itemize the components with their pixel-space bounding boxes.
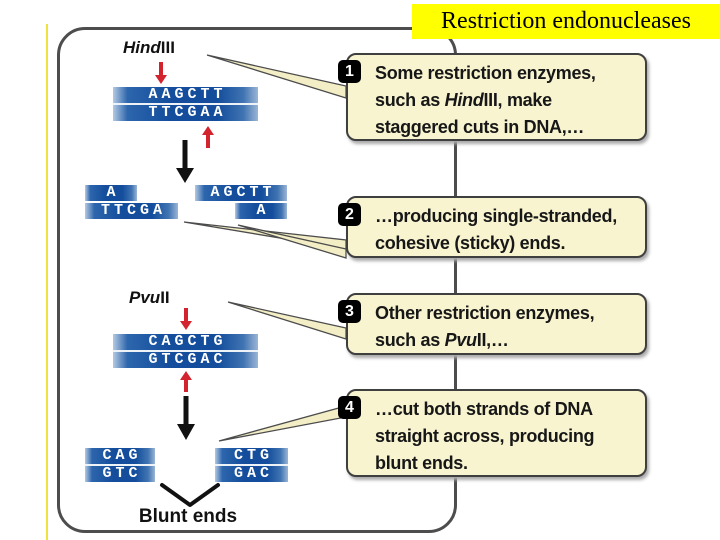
callout-2-leader-b xyxy=(237,224,347,259)
callout-1-line-1: Some restriction enzymes, xyxy=(375,63,596,83)
callout-2-line-2: cohesive (sticky) ends. xyxy=(375,233,566,253)
dna-fragment-right-top: AGCTT xyxy=(195,185,287,201)
callout-3: 3 Other restriction enzymes, such as Pvu… xyxy=(338,293,647,355)
reaction-arrow-down-2-icon xyxy=(177,396,195,440)
dna-strand-top: AAGCTT xyxy=(148,86,227,103)
dna-duplex-hindiii-site: AAGCTT TTCGAA xyxy=(113,87,258,121)
callout-4-leader xyxy=(218,405,347,442)
dna-strand-top: CTG xyxy=(233,447,273,464)
dna-strand-bottom: GTC xyxy=(102,465,142,482)
callout-4-line-1: …cut both strands of DNA xyxy=(375,399,593,419)
strand-divider xyxy=(85,464,155,466)
left-accent-line xyxy=(46,24,48,540)
callout-1-line-3: staggered cuts in DNA,… xyxy=(375,117,585,137)
dna-strand: A xyxy=(106,184,120,201)
pvuii-top-cut-arrow-down-icon xyxy=(180,308,192,330)
dna-strand: TTCGA xyxy=(100,202,166,219)
hindiii-top-cut-arrow-down-icon xyxy=(155,62,167,84)
strand-divider xyxy=(113,103,258,105)
dna-strand-bottom: TTCGAA xyxy=(148,104,227,121)
step-4-badge: 4 xyxy=(338,396,361,419)
dna-strand: A xyxy=(256,202,270,219)
callout-3-line-2: such as PvuII,… xyxy=(375,330,509,350)
callout-4-line-2: straight across, producing xyxy=(375,426,595,446)
callout-2: 2 …producing single-stranded, cohesive (… xyxy=(338,196,647,258)
dna-fragment-left-bottom: TTCGA xyxy=(85,203,178,219)
step-2-badge: 2 xyxy=(338,203,361,226)
dna-blunt-fragment-right: CTG GAC xyxy=(215,448,288,482)
slide-title: Restriction endonucleases xyxy=(412,4,720,39)
strand-divider xyxy=(215,464,288,466)
enzyme-label-pvuii: PvuII xyxy=(129,288,170,307)
dna-fragment-right-bottom: A xyxy=(235,203,287,219)
dna-strand: AGCTT xyxy=(210,184,276,201)
blunt-ends-label: Blunt ends xyxy=(138,506,238,527)
dna-duplex-pvuii-site: CAGCTG GTCGAC xyxy=(113,334,258,368)
dna-blunt-fragment-left: CAG GTC xyxy=(85,448,155,482)
dna-strand-top: CAGCTG xyxy=(148,333,227,350)
dna-fragment-left-top: A xyxy=(85,185,137,201)
dna-strand-bottom: GTCGAC xyxy=(148,351,227,368)
hindiii-bottom-cut-arrow-up-icon xyxy=(202,126,214,148)
step-1-badge: 1 xyxy=(338,60,361,83)
diagram-frame xyxy=(57,27,457,533)
reaction-arrow-down-1-icon xyxy=(176,140,194,183)
dna-strand-top: CAG xyxy=(102,447,142,464)
pvuii-bottom-cut-arrow-up-icon xyxy=(180,371,192,392)
callout-3-line-1: Other restriction enzymes, xyxy=(375,303,595,323)
callout-4-line-3: blunt ends. xyxy=(375,453,468,473)
callout-2-line-1: …producing single-stranded, xyxy=(375,206,617,226)
callout-4: 4 …cut both strands of DNA straight acro… xyxy=(338,389,647,477)
strand-divider xyxy=(113,350,258,352)
blunt-ends-bracket xyxy=(160,483,220,507)
callout-1-line-2: such as HindIII, make xyxy=(375,90,552,110)
step-3-badge: 3 xyxy=(338,300,361,323)
dna-strand-bottom: GAC xyxy=(233,465,273,482)
enzyme-label-hindiii: HindIII xyxy=(123,38,175,57)
callout-1: 1 Some restriction enzymes, such as Hind… xyxy=(338,53,647,141)
